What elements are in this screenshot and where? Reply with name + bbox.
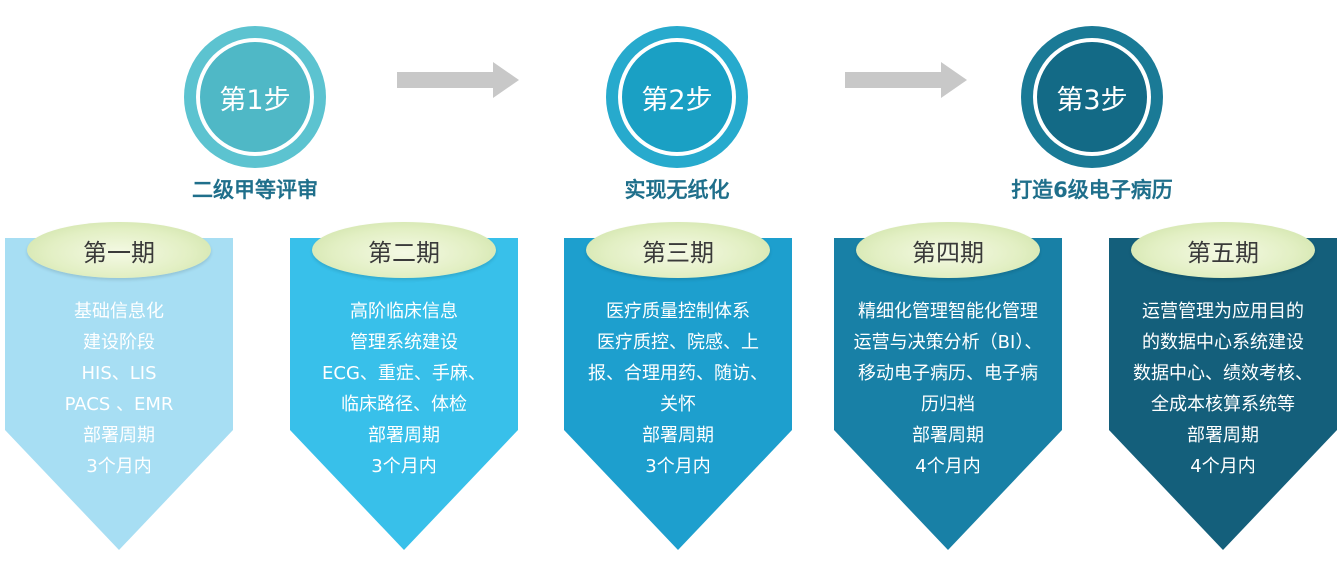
phase-line: ECG、重症、手麻、 bbox=[322, 363, 486, 384]
phase-line: 历归档 bbox=[921, 394, 975, 415]
phase-line: 3个月内 bbox=[645, 456, 711, 477]
phase-line: 医疗质控、院感、上 bbox=[597, 332, 759, 353]
phase-line: 医疗质量控制体系 bbox=[606, 301, 750, 322]
phase-chevron-shape bbox=[290, 238, 518, 550]
phase-3: 第三期 医疗质量控制体系 医疗质控、院感、上 报、合理用药、随访、 关怀 部署周… bbox=[564, 222, 792, 550]
step-circle: 第2步 bbox=[618, 38, 736, 156]
phase-line: 临床路径、体检 bbox=[341, 394, 467, 415]
phase-line: 3个月内 bbox=[371, 456, 437, 477]
step-circle: 第1步 bbox=[196, 38, 314, 156]
step-label: 实现无纸化 bbox=[624, 178, 730, 202]
phase-4: 第四期 精细化管理智能化管理 运营与决策分析（BI）、 移动电子病历、电子病 历… bbox=[834, 222, 1062, 550]
phase-line: 高阶临床信息 bbox=[350, 301, 458, 322]
step-circle-text: 第3步 bbox=[1056, 84, 1128, 116]
phase-chevron-shape bbox=[834, 238, 1062, 550]
phase-line: 移动电子病历、电子病 bbox=[858, 363, 1038, 384]
phase-title: 第四期 bbox=[856, 222, 1040, 278]
phase-line: 3个月内 bbox=[86, 456, 152, 477]
phase-line: 运营与决策分析（BI）、 bbox=[853, 332, 1043, 353]
phase-line: 的数据中心系统建设 bbox=[1142, 332, 1304, 353]
step-circle-ring: 第2步 bbox=[606, 26, 748, 168]
phase-description: 高阶临床信息 管理系统建设 ECG、重症、手麻、 临床路径、体检 部署周期 3个… bbox=[296, 296, 512, 482]
phase-line: 报、合理用药、随访、 bbox=[588, 363, 768, 384]
phase-line: 关怀 bbox=[660, 394, 696, 415]
arrow-right-icon bbox=[397, 62, 519, 98]
phase-title: 第一期 bbox=[27, 222, 211, 278]
step-label: 打造6级电子病历 bbox=[1011, 178, 1173, 202]
phase-chevron-shape bbox=[5, 238, 233, 550]
phase-line: 数据中心、绩效考核、 bbox=[1133, 363, 1313, 384]
phase-description: 运营管理为应用目的 的数据中心系统建设 数据中心、绩效考核、 全成本核算系统等 … bbox=[1115, 296, 1331, 482]
phase-2: 第二期 高阶临床信息 管理系统建设 ECG、重症、手麻、 临床路径、体检 部署周… bbox=[290, 222, 518, 550]
step-circle-ring: 第1步 bbox=[184, 26, 326, 168]
phase-line: HIS、LIS bbox=[81, 363, 157, 384]
step-circle-text: 第2步 bbox=[641, 84, 713, 116]
step-circle: 第3步 bbox=[1033, 38, 1151, 156]
phase-chevron-shape bbox=[564, 238, 792, 550]
phase-line: 建设阶段 bbox=[83, 332, 155, 353]
phase-line: 精细化管理智能化管理 bbox=[858, 301, 1038, 322]
phase-line: 4个月内 bbox=[1190, 456, 1256, 477]
phase-1: 第一期 基础信息化 建设阶段 HIS、LIS PACS 、EMR 部署周期 3个… bbox=[5, 222, 233, 550]
phase-title: 第五期 bbox=[1131, 222, 1315, 278]
phase-description: 基础信息化 建设阶段 HIS、LIS PACS 、EMR 部署周期 3个月内 bbox=[11, 296, 227, 482]
step-circle-ring: 第3步 bbox=[1021, 26, 1163, 168]
phase-line: 部署周期 bbox=[83, 425, 155, 446]
phase-description: 精细化管理智能化管理 运营与决策分析（BI）、 移动电子病历、电子病 历归档 部… bbox=[840, 296, 1056, 482]
step-circle-text: 第1步 bbox=[219, 84, 291, 116]
phase-line: 运营管理为应用目的 bbox=[1142, 301, 1304, 322]
arrow-right-icon bbox=[845, 62, 967, 98]
phase-description: 医疗质量控制体系 医疗质控、院感、上 报、合理用药、随访、 关怀 部署周期 3个… bbox=[570, 296, 786, 482]
phase-title: 第二期 bbox=[312, 222, 496, 278]
phase-line: 全成本核算系统等 bbox=[1151, 394, 1295, 415]
phase-line: 部署周期 bbox=[642, 425, 714, 446]
phase-line: 4个月内 bbox=[915, 456, 981, 477]
phase-line: 部署周期 bbox=[1187, 425, 1259, 446]
phase-line: 部署周期 bbox=[368, 425, 440, 446]
step-label: 二级甲等评审 bbox=[192, 178, 318, 202]
phase-line: PACS 、EMR bbox=[64, 394, 174, 415]
phase-5: 第五期 运营管理为应用目的 的数据中心系统建设 数据中心、绩效考核、 全成本核算… bbox=[1109, 222, 1337, 550]
phase-chevron-shape bbox=[1109, 238, 1337, 550]
phase-line: 基础信息化 bbox=[74, 301, 164, 322]
phase-line: 管理系统建设 bbox=[350, 332, 458, 353]
phase-title: 第三期 bbox=[586, 222, 770, 278]
phase-line: 部署周期 bbox=[912, 425, 984, 446]
